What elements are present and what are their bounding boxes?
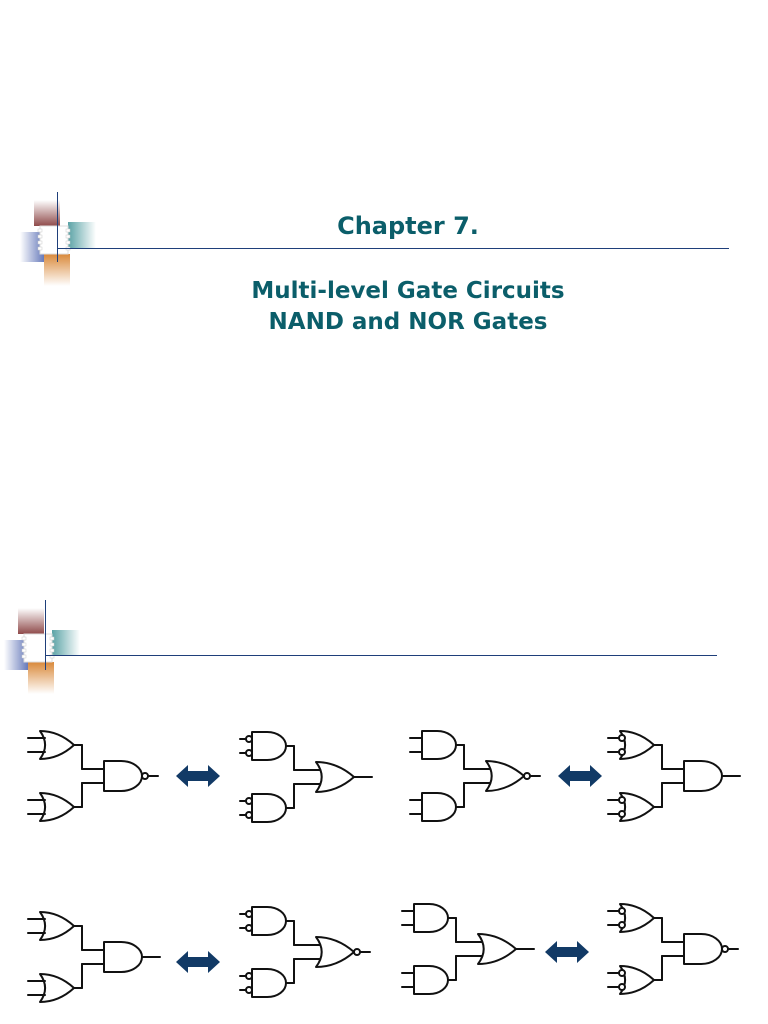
- double-arrow-icon: [545, 941, 589, 963]
- or-gate-icon: [315, 936, 355, 968]
- or-gate-icon: [485, 760, 525, 792]
- and-gate-icon: [103, 760, 143, 792]
- or-gate-icon: [619, 792, 655, 822]
- equivalence-slide: [0, 512, 768, 1024]
- and-gate-icon: [683, 760, 723, 792]
- and-gate-icon: [251, 968, 287, 998]
- or-gate-icon: [477, 933, 517, 965]
- slide-title-line-2: NAND and NOR Gates: [268, 309, 548, 335]
- horizontal-rule: [57, 248, 729, 249]
- chapter-title: Chapter 7.: [337, 212, 479, 240]
- or-gate-icon: [619, 730, 655, 760]
- double-arrow-icon: [176, 765, 220, 787]
- gate-equivalence-diagrams: [27, 730, 741, 1003]
- and-gate-icon: [251, 793, 287, 823]
- and-gate-icon: [251, 906, 287, 936]
- vertical-rule: [57, 192, 58, 262]
- horizontal-rule: [45, 655, 717, 656]
- or-gate-icon: [39, 973, 75, 1003]
- chip-logo-icon: [4, 608, 80, 694]
- slide-title: Multi-level Gate Circuits NAND and NOR G…: [48, 276, 768, 338]
- vertical-rule: [45, 600, 46, 670]
- or-gate-icon: [619, 965, 655, 995]
- title-slide: Chapter 7. Multi-level Gate Circuits NAN…: [20, 192, 768, 338]
- or-gate-icon: [39, 792, 75, 822]
- double-arrow-icon: [558, 765, 602, 787]
- or-gate-icon: [619, 903, 655, 933]
- and-gate-icon: [413, 903, 449, 933]
- or-gate-icon: [315, 761, 355, 793]
- and-gate-icon: [683, 933, 723, 965]
- or-gate-icon: [39, 911, 75, 941]
- and-gate-icon: [421, 730, 457, 760]
- or-gate-icon: [39, 730, 75, 760]
- and-gate-icon: [103, 941, 143, 973]
- and-gate-icon: [421, 792, 457, 822]
- and-gate-icon: [413, 965, 449, 995]
- double-arrow-icon: [176, 951, 220, 973]
- and-gate-icon: [251, 731, 287, 761]
- slide-title-line-1: Multi-level Gate Circuits: [251, 278, 565, 304]
